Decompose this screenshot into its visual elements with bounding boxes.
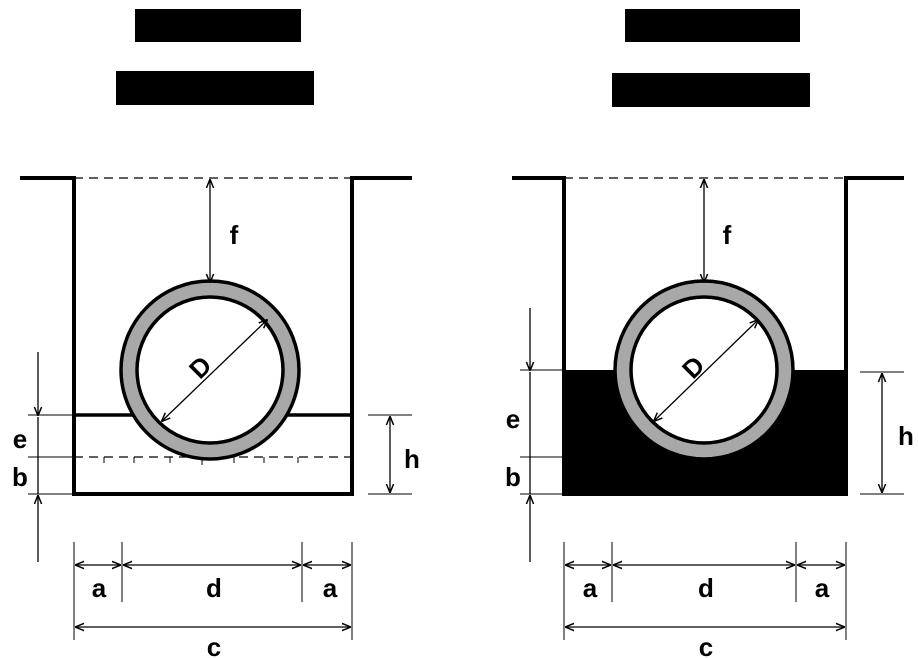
redacted-title-right-1: [625, 9, 800, 42]
label-d: d: [206, 573, 222, 603]
trench-outline: [20, 176, 412, 496]
trench-outline: [512, 176, 904, 496]
bedding-ticks: [103, 457, 299, 465]
label-h: h: [898, 421, 914, 451]
label-f: f: [723, 220, 732, 250]
label-c: c: [699, 632, 713, 658]
width-extension-lines: [563, 542, 847, 640]
trench-diagram-right: D f e b h a d a c: [505, 176, 914, 658]
label-a-right: a: [815, 573, 830, 603]
redacted-title-left-2: [116, 71, 314, 105]
diameter-arrow: [654, 320, 758, 421]
label-c: c: [207, 632, 221, 658]
label-b: b: [505, 462, 521, 492]
label-d: d: [698, 573, 714, 603]
redacted-title-right-2: [612, 73, 810, 107]
label-b: b: [12, 462, 28, 492]
label-a-left: a: [92, 573, 107, 603]
diameter-arrow: [162, 320, 267, 421]
redacted-title-left-1: [135, 9, 301, 42]
label-h: h: [404, 444, 420, 474]
label-a-right: a: [323, 573, 338, 603]
trench-diagram-left: D f e b h a d a c: [12, 176, 420, 658]
label-e: e: [13, 424, 27, 454]
label-f: f: [230, 220, 239, 250]
width-extension-lines: [73, 542, 353, 640]
label-a-left: a: [583, 573, 598, 603]
label-e: e: [506, 404, 520, 434]
